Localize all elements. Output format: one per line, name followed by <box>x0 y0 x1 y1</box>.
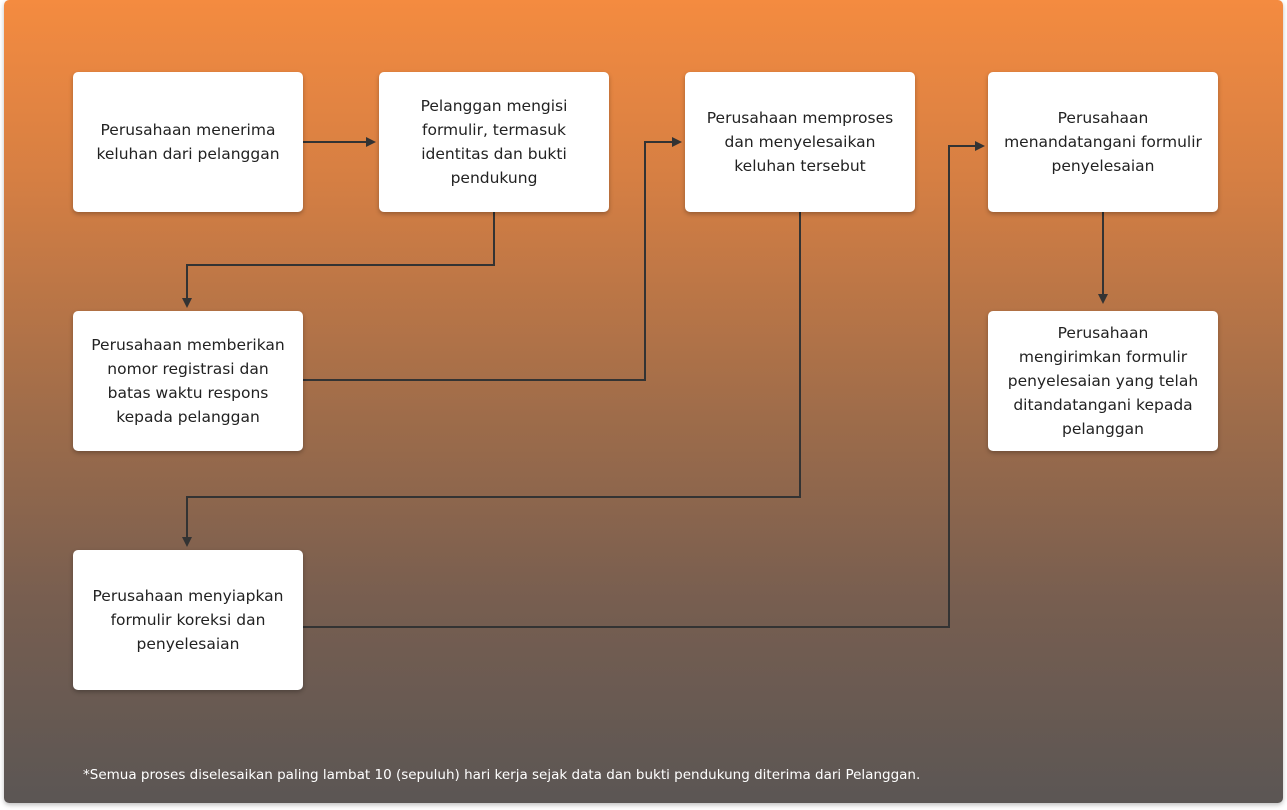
step-registration-number: Perusahaan memberikan nomor registrasi d… <box>73 311 303 451</box>
step-text: Perusahaan memproses dan menyelesaikan k… <box>706 109 894 175</box>
step-prepare-correction-form: Perusahaan menyiapkan formulir koreksi d… <box>73 550 303 690</box>
step-text: Perusahaan menerima keluhan dari pelangg… <box>96 121 280 163</box>
step-sign-form: Perusahaan menandatangani formulir penye… <box>988 72 1218 212</box>
step-text: Perusahaan memberikan nomor registrasi d… <box>91 336 285 426</box>
step-text: Pelanggan mengisi formulir, termasuk ide… <box>420 97 568 187</box>
step-send-signed-form: Perusahaan mengirimkan formulir penyeles… <box>988 311 1218 451</box>
step-text: Perusahaan mengirimkan formulir penyeles… <box>1007 324 1199 438</box>
step-process-complaint: Perusahaan memproses dan menyelesaikan k… <box>685 72 915 212</box>
step-fill-form: Pelanggan mengisi formulir, termasuk ide… <box>379 72 609 212</box>
step-text: Perusahaan menyiapkan formulir koreksi d… <box>92 587 284 653</box>
step-text: Perusahaan menandatangani formulir penye… <box>1004 109 1202 175</box>
step-receive-complaint: Perusahaan menerima keluhan dari pelangg… <box>73 72 303 212</box>
footnote: *Semua proses diselesaikan paling lambat… <box>83 767 921 783</box>
